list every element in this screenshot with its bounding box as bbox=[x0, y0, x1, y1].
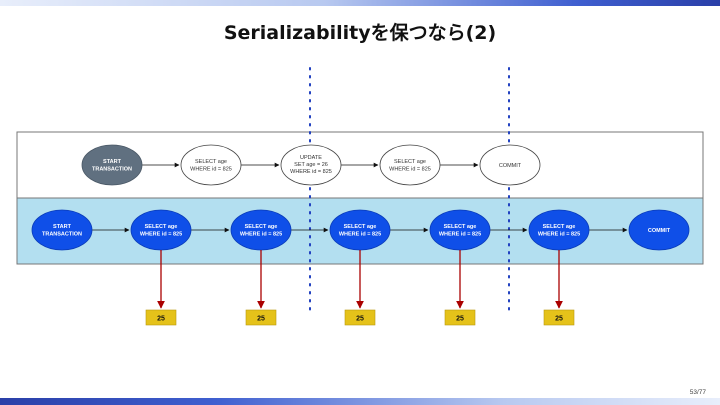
node-label: WHERE id = 825 bbox=[190, 167, 232, 173]
result-value: 25 bbox=[555, 316, 563, 323]
node-label: SELECT age bbox=[394, 159, 426, 165]
result-box: 25 bbox=[444, 309, 476, 326]
node-label: WHERE id = 825 bbox=[140, 232, 182, 238]
node-label: TRANSACTION bbox=[42, 232, 82, 238]
node-label: START bbox=[53, 224, 72, 230]
node-label: SELECT age bbox=[145, 224, 178, 230]
result-value: 25 bbox=[157, 316, 165, 323]
top-accent-bar bbox=[0, 0, 720, 6]
top-node-select-age: SELECT age WHERE id = 825 bbox=[180, 144, 242, 186]
bottom-node-select-age: SELECT age WHERE id = 825 bbox=[130, 209, 192, 251]
result-value: 25 bbox=[456, 316, 464, 323]
result-value: 25 bbox=[356, 316, 364, 323]
top-node-update: UPDATE SET age = 26 WHERE id = 825 bbox=[280, 144, 342, 186]
bottom-node-commit: COMMIT bbox=[628, 209, 690, 251]
result-box: 25 bbox=[145, 309, 177, 326]
bottom-node-select-age: SELECT age WHERE id = 825 bbox=[528, 209, 590, 251]
node-label: SELECT age bbox=[543, 224, 576, 230]
node-label: WHERE id = 825 bbox=[389, 167, 431, 173]
bottom-node-select-age: SELECT age WHERE id = 825 bbox=[230, 209, 292, 251]
node-label: WHERE id = 825 bbox=[439, 232, 481, 238]
node-label: SET age = 26 bbox=[294, 162, 328, 168]
node-label: SELECT age bbox=[444, 224, 477, 230]
top-node-select-age: SELECT age WHERE id = 825 bbox=[379, 144, 441, 186]
result-box: 25 bbox=[344, 309, 376, 326]
bottom-node-select-age: SELECT age WHERE id = 825 bbox=[329, 209, 391, 251]
slide-title: Serializabilityを保つなら(2) bbox=[223, 22, 497, 44]
node-label: START bbox=[103, 159, 122, 165]
node-label: WHERE id = 825 bbox=[538, 232, 580, 238]
node-label: UPDATE bbox=[300, 155, 322, 161]
bottom-node-select-age: SELECT age WHERE id = 825 bbox=[429, 209, 491, 251]
result-box: 25 bbox=[543, 309, 575, 326]
bottom-node-start-transaction: START TRANSACTION bbox=[31, 209, 93, 251]
bottom-accent-bar bbox=[0, 398, 720, 405]
node-label: SELECT age bbox=[344, 224, 377, 230]
node-label: COMMIT bbox=[648, 228, 671, 234]
node-label: TRANSACTION bbox=[92, 167, 132, 173]
result-value: 25 bbox=[257, 316, 265, 323]
node-label: SELECT age bbox=[245, 224, 278, 230]
node-label: COMMIT bbox=[499, 163, 522, 169]
top-node-commit: COMMIT bbox=[479, 144, 541, 186]
page-number: 53/77 bbox=[689, 389, 706, 396]
node-label: SELECT age bbox=[195, 159, 227, 165]
node-label: WHERE id = 825 bbox=[290, 169, 332, 175]
node-label: WHERE id = 825 bbox=[240, 232, 282, 238]
result-box: 25 bbox=[245, 309, 277, 326]
node-label: WHERE id = 825 bbox=[339, 232, 381, 238]
top-node-start-transaction: START TRANSACTION bbox=[81, 144, 143, 186]
